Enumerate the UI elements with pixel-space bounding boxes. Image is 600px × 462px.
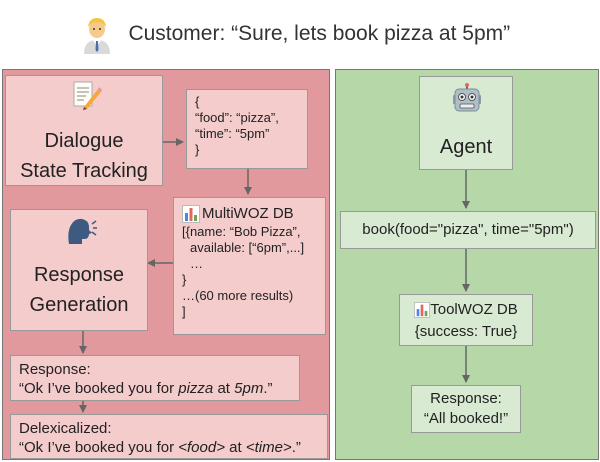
response-time: 5pm: [234, 380, 264, 397]
agent-label: Agent: [439, 136, 493, 158]
customer-avatar-icon: [80, 14, 114, 54]
toolwoz-db-box: ToolWOZ DB {success: True}: [399, 294, 533, 346]
belief-state-line: }: [195, 142, 200, 157]
agent-response-label: Response:: [430, 390, 502, 407]
response-food: pizza: [178, 380, 214, 397]
api-call-text: book(food="pizza", time="5pm"): [362, 221, 574, 238]
speaking-head-icon: [65, 216, 97, 246]
db-result-line: …: [190, 255, 203, 271]
memo-icon: [70, 79, 102, 111]
delex-time-slot: <time>: [245, 439, 292, 456]
response-generation-line1: Response: [33, 264, 125, 286]
bar-chart-icon: [414, 302, 431, 319]
agent-box: Agent: [419, 76, 513, 170]
response-generation-box: Response Generation: [10, 209, 148, 331]
customer-header: Customer: “Sure, lets book pizza at 5pm”: [80, 14, 540, 58]
robot-icon: [451, 83, 483, 115]
delex-food-slot: <food>: [178, 439, 225, 456]
response-box: Response: “Ok I’ve booked you for pizza …: [10, 355, 300, 401]
dialogue-state-tracking-box: Dialogue State Tracking: [5, 75, 163, 186]
db-result-line: [{name: “Bob Pizza”,: [182, 223, 301, 239]
dst-title-line2: State Tracking: [20, 160, 148, 182]
response-generation-line2: Generation: [29, 294, 129, 316]
delexicalized-label: Delexicalized:: [19, 420, 112, 437]
response-label: Response:: [19, 361, 91, 378]
db-result-line: ]: [182, 303, 186, 319]
response-text: “Ok I’ve booked you for pizza at 5pm.”: [19, 380, 273, 397]
agent-response-text: “All booked!”: [423, 410, 509, 427]
customer-label: Customer:: [128, 22, 232, 45]
belief-state-line: “time”: “5pm”: [195, 126, 270, 141]
belief-state-line: “food”: “pizza”,: [195, 110, 279, 125]
db-result-line: }: [182, 271, 187, 287]
agent-response-box: Response: “All booked!”: [411, 385, 521, 433]
delexicalized-text: “Ok I’ve booked you for <food> at <time>…: [19, 439, 301, 456]
delexicalized-box: Delexicalized: “Ok I’ve booked you for <…: [10, 414, 328, 459]
belief-state-box: { “food”: “pizza”, “time”: “5pm” }: [186, 89, 308, 169]
toolwoz-db-title: ToolWOZ DB: [430, 301, 518, 319]
api-call-box: book(food="pizza", time="5pm"): [340, 211, 596, 249]
multiwoz-db-box: MultiWOZ DB [{name: “Bob Pizza”, availab…: [173, 197, 326, 335]
multiwoz-db-title: MultiWOZ DB: [202, 204, 294, 222]
belief-state-line: {: [195, 94, 200, 109]
customer-utterance: “Sure, lets book pizza at 5pm”: [231, 22, 511, 45]
toolwoz-db-result: {success: True}: [414, 323, 518, 341]
bar-chart-icon: [182, 204, 200, 223]
db-result-line: available: [“6pm”,...]: [190, 239, 305, 255]
dst-title-line1: Dialogue: [44, 130, 124, 152]
db-result-line: …(60 more results): [182, 287, 294, 303]
